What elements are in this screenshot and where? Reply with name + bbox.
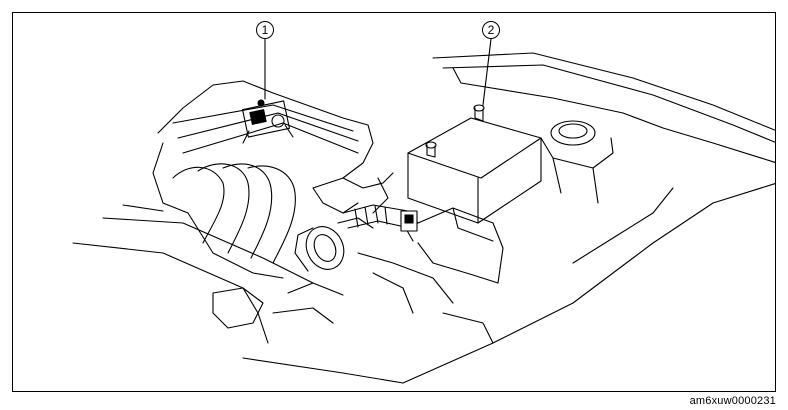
reservoir	[540, 120, 614, 204]
hood-outline	[432, 52, 775, 163]
callout-1: 1	[256, 21, 274, 39]
lower-components	[212, 252, 454, 329]
coil-connector	[241, 99, 294, 144]
engine-block	[152, 80, 394, 279]
diagram-frame: 1 2	[12, 12, 776, 392]
engine-bay-illustration	[72, 38, 775, 384]
leader-line-2	[482, 38, 492, 106]
throttle-body	[294, 217, 374, 272]
reference-code: am6xuw0000231	[689, 395, 776, 407]
callout-2: 2	[482, 21, 500, 39]
battery	[407, 104, 542, 224]
body-outline	[72, 183, 775, 384]
intake-hose	[342, 204, 419, 242]
callout-leaders	[264, 38, 492, 106]
air-cleaner	[417, 207, 504, 284]
